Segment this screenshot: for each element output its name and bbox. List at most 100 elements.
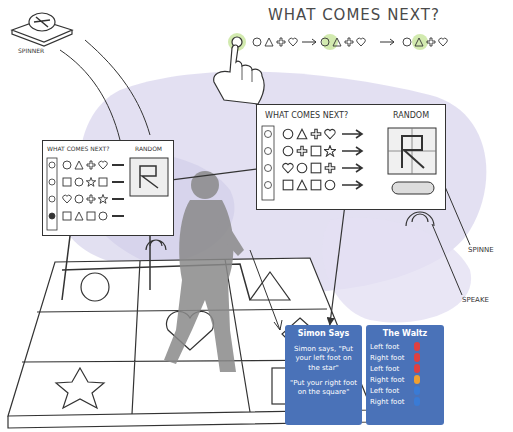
button (49, 196, 55, 202)
spinner-pointer (34, 17, 50, 27)
heart-symbol (439, 38, 448, 46)
button (265, 131, 272, 138)
speaker-symbol (146, 240, 166, 250)
leader-line (432, 224, 462, 295)
flower-symbol (277, 38, 285, 46)
heart-symbol (325, 129, 335, 138)
callout-label: SPINNER (18, 47, 44, 54)
heart-symbol (357, 38, 366, 46)
mode-card: Simon SaysSimon says, "Put your left foo… (285, 325, 362, 425)
step-text: Left foot (370, 365, 414, 373)
spinner-base (12, 20, 72, 42)
rail (62, 264, 250, 300)
circle-symbol (283, 146, 293, 156)
circle-symbol (75, 195, 83, 203)
circle-symbol (63, 161, 71, 169)
row-arrow (112, 165, 124, 216)
step-row: Left foot (370, 364, 440, 373)
step-row: Right foot (370, 397, 440, 406)
button (232, 37, 242, 47)
heart-symbol (289, 38, 298, 46)
circle-symbol (325, 180, 335, 190)
foot-icon (414, 397, 420, 406)
floor-circle (81, 273, 109, 301)
card-heading: The Waltz (370, 329, 440, 338)
spinner-icon (12, 13, 72, 46)
arm (216, 215, 244, 256)
game-board: WHAT COMES NEXT?RANDOM (42, 140, 174, 236)
step-row: Left foot (370, 342, 440, 351)
square-symbol (311, 163, 321, 173)
panel-grid (262, 126, 436, 200)
circle-symbol (99, 212, 107, 220)
foot-icon (414, 364, 420, 373)
card-heading: Simon Says (289, 329, 358, 339)
post (62, 236, 150, 300)
foot-icon (414, 342, 420, 351)
circle-symbol (75, 178, 83, 186)
spinner-window (130, 158, 168, 196)
watercolor-wash (322, 217, 471, 322)
circle-symbol (403, 38, 411, 46)
triangle-symbol (415, 38, 423, 46)
floor-heart (166, 311, 213, 350)
flower-symbol (311, 129, 321, 139)
spinner-figure (402, 136, 424, 168)
callout-label: SPINNE (468, 246, 494, 254)
button (265, 148, 272, 155)
square-symbol (63, 212, 71, 220)
board-grid (47, 158, 168, 230)
triangle-symbol (297, 180, 307, 190)
flower-symbol (325, 163, 335, 173)
platform-top (8, 258, 372, 416)
square-symbol (311, 180, 321, 190)
star-symbol (86, 178, 95, 187)
foot-icon (414, 353, 420, 362)
step-row: Left foot (370, 386, 440, 395)
highlight (322, 34, 338, 50)
head (191, 171, 219, 199)
step-row: Right foot (370, 375, 440, 384)
heart-symbol (63, 195, 72, 203)
foot-icon (414, 375, 420, 384)
square-symbol (87, 212, 95, 220)
callout-label: SPEAKE (462, 296, 489, 304)
spinner-base (12, 30, 72, 46)
circle-symbol (253, 38, 261, 46)
step-text: Right foot (370, 376, 414, 384)
button-column (262, 126, 274, 200)
button (265, 165, 272, 172)
triangle-symbol (297, 129, 307, 139)
circle-symbol (283, 129, 293, 139)
node-text: "Put your right foot on the square" (289, 379, 358, 397)
flower-symbol (297, 146, 307, 156)
flower-symbol (87, 161, 95, 169)
zoom-panel: WHAT COMES NEXT?RANDOM (256, 104, 446, 210)
pointer-arrow (250, 250, 282, 330)
step-text: Right foot (370, 354, 414, 362)
handrail (62, 236, 250, 300)
row-arrow (342, 130, 362, 189)
square-symbol (283, 180, 293, 190)
sequence-arrow (380, 39, 394, 45)
speaker-symbol (406, 212, 434, 226)
triangle-symbol (265, 38, 273, 46)
pointing-hand (214, 33, 264, 104)
finger-line (242, 66, 252, 82)
swing-arc (85, 40, 150, 135)
swing-arc (60, 50, 120, 140)
dance-platform (8, 258, 372, 428)
button (49, 213, 55, 219)
square-symbol (99, 178, 107, 186)
diagram-title: WHAT COMES NEXT? (268, 6, 440, 24)
step-row: Right foot (370, 353, 440, 362)
shape-sequence (253, 34, 447, 50)
flower-symbol (87, 195, 95, 203)
step-text: Right foot (370, 398, 414, 406)
panel-label: RANDOM (393, 111, 429, 120)
highlight (228, 33, 246, 51)
sequence-arrow (302, 39, 316, 45)
circle-symbol (321, 38, 329, 46)
